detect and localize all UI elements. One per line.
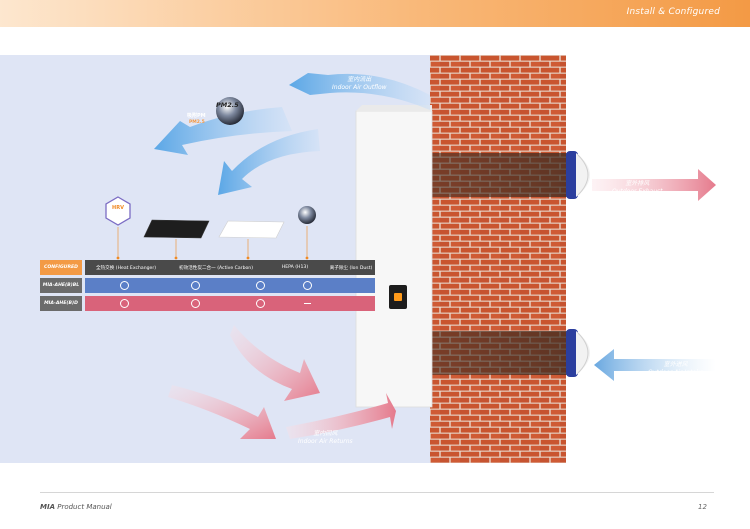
hrv-badge: HRV [112, 205, 124, 211]
column-heat-exchanger: 全热交换 (Heat Exchanger) [95, 265, 157, 271]
column-ion-dust: 离子除尘 (Ion Dust) [329, 265, 373, 271]
ventilation-unit [355, 105, 433, 408]
pm-arrow-cn: 吸附PM [187, 113, 206, 119]
mark-bl-ion [301, 278, 313, 293]
hrv-hexagon-icon [105, 196, 131, 226]
section-title: Install & Configured [626, 7, 720, 17]
header-bar: Install & Configured [0, 0, 750, 27]
configured-label: CONFIGURED [40, 260, 82, 275]
outdoor-intake-label: 室外进风 Outdoor Air Intake [648, 361, 704, 376]
mark-d-hepa [254, 296, 266, 311]
diagram-graphic [105, 55, 750, 463]
config-header-bar: 全热交换 (Heat Exchanger) 初效活性炭二合一 (Active C… [85, 260, 375, 275]
mark-d-heat [118, 296, 130, 311]
footer-brand: MIA [40, 503, 55, 511]
column-hepa: HEPA (H13) [281, 265, 309, 270]
footer-manual: Product Manual [57, 503, 112, 511]
mark-bl-heat [118, 278, 130, 293]
mark-d-carbon [189, 296, 201, 311]
mark-bl-hepa [254, 278, 266, 293]
mark-d-ion [301, 296, 313, 311]
model-label-bl: MIA-AHE(B)BL [40, 278, 82, 293]
vent-cap-lower [566, 329, 590, 377]
indoor-return-label: 室内回风 Indoor Air Returns [298, 430, 353, 445]
model-label-d: MIA-AHE(B)D [40, 296, 82, 311]
page-number: 12 [698, 503, 707, 511]
brick-wall [430, 55, 566, 463]
ion-module-ball [298, 206, 316, 224]
pm25-badge: PM2.5 [216, 101, 239, 109]
footer-divider [40, 492, 714, 493]
pm-arrow-en: PM2.5 [189, 120, 205, 125]
footer-title: MIA Product Manual [40, 503, 112, 511]
indoor-outflow-label: 室内流出 Indoor Air Outflow [332, 76, 387, 91]
column-active-carbon: 初效活性炭二合一 (Active Carbon) [178, 265, 253, 271]
outdoor-exhaust-label: 室外排风 Outdoor Exhaust [612, 180, 663, 195]
carbon-filter-plate [143, 219, 210, 239]
config-row-bar-bl [85, 278, 375, 293]
hepa-filter-plate [218, 220, 285, 239]
vent-cap-upper [566, 151, 590, 199]
config-row-bar-d [85, 296, 375, 311]
mark-bl-carbon [189, 278, 201, 293]
installation-diagram: 室内流出 Indoor Air Outflow 室外排风 Outdoor Exh… [0, 55, 750, 463]
